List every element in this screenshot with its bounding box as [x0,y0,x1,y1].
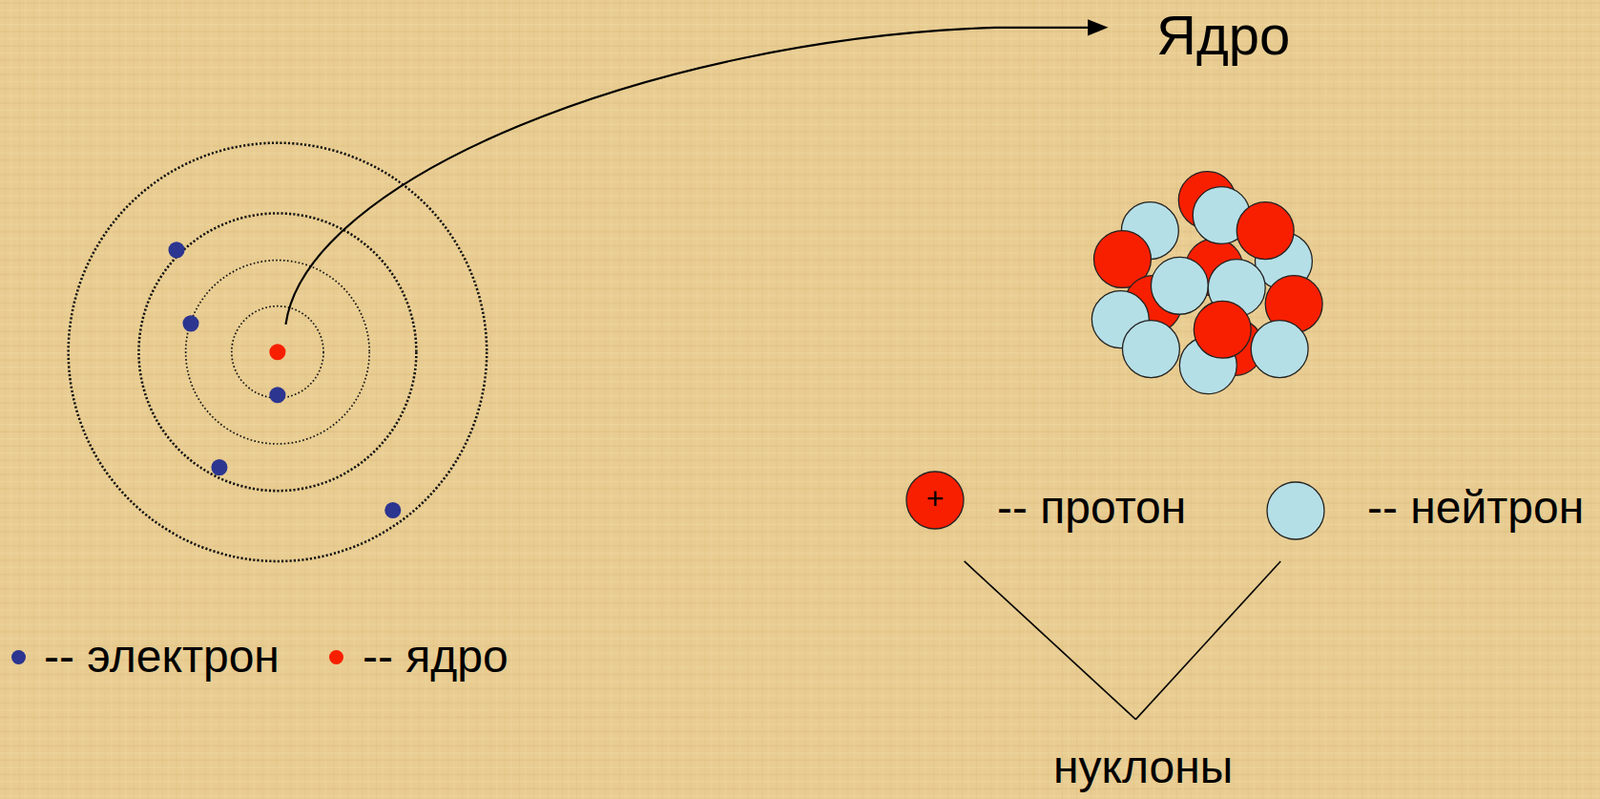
nucleus-dot [269,343,286,360]
legend-text: -- электрон [43,633,280,680]
bracket-line [1135,561,1281,720]
node-content: + [905,468,965,528]
neutron [1150,256,1208,314]
electron [167,241,185,258]
legend-color [329,649,344,665]
electron [182,314,199,332]
pointer-curve [285,27,1090,325]
neutron [1122,320,1180,378]
legend-text: -- нейтрон [1367,484,1584,531]
nucleus-heading: Ядро [1156,7,1290,63]
arrowhead [1087,19,1108,36]
orbit [231,306,324,398]
electron [210,458,228,476]
electrons [167,241,401,519]
proton-circle [906,471,964,529]
legend-color [11,649,26,665]
orbit [68,143,488,562]
proton [1193,300,1251,358]
orbit [138,212,416,491]
proton [1236,202,1294,260]
proton-label: -- протон [997,484,1186,531]
nucleon-bracket [964,561,1282,720]
node-text: + [926,482,945,514]
electron [384,501,401,519]
legend-swatch [8,646,29,667]
proton-symbol: + [905,470,965,530]
bracket-line [964,561,1137,720]
neutron [1250,320,1309,378]
legend-color [1267,481,1325,540]
electron-orbits [68,143,488,562]
nucleus-cluster [1091,171,1323,395]
legend-swatch [1264,478,1328,542]
orbit [186,260,371,444]
legend-text: -- ядро [362,633,509,680]
nucleons-label: нуклоны [1053,744,1233,790]
legend-swatch [326,646,347,667]
electron [269,386,286,403]
